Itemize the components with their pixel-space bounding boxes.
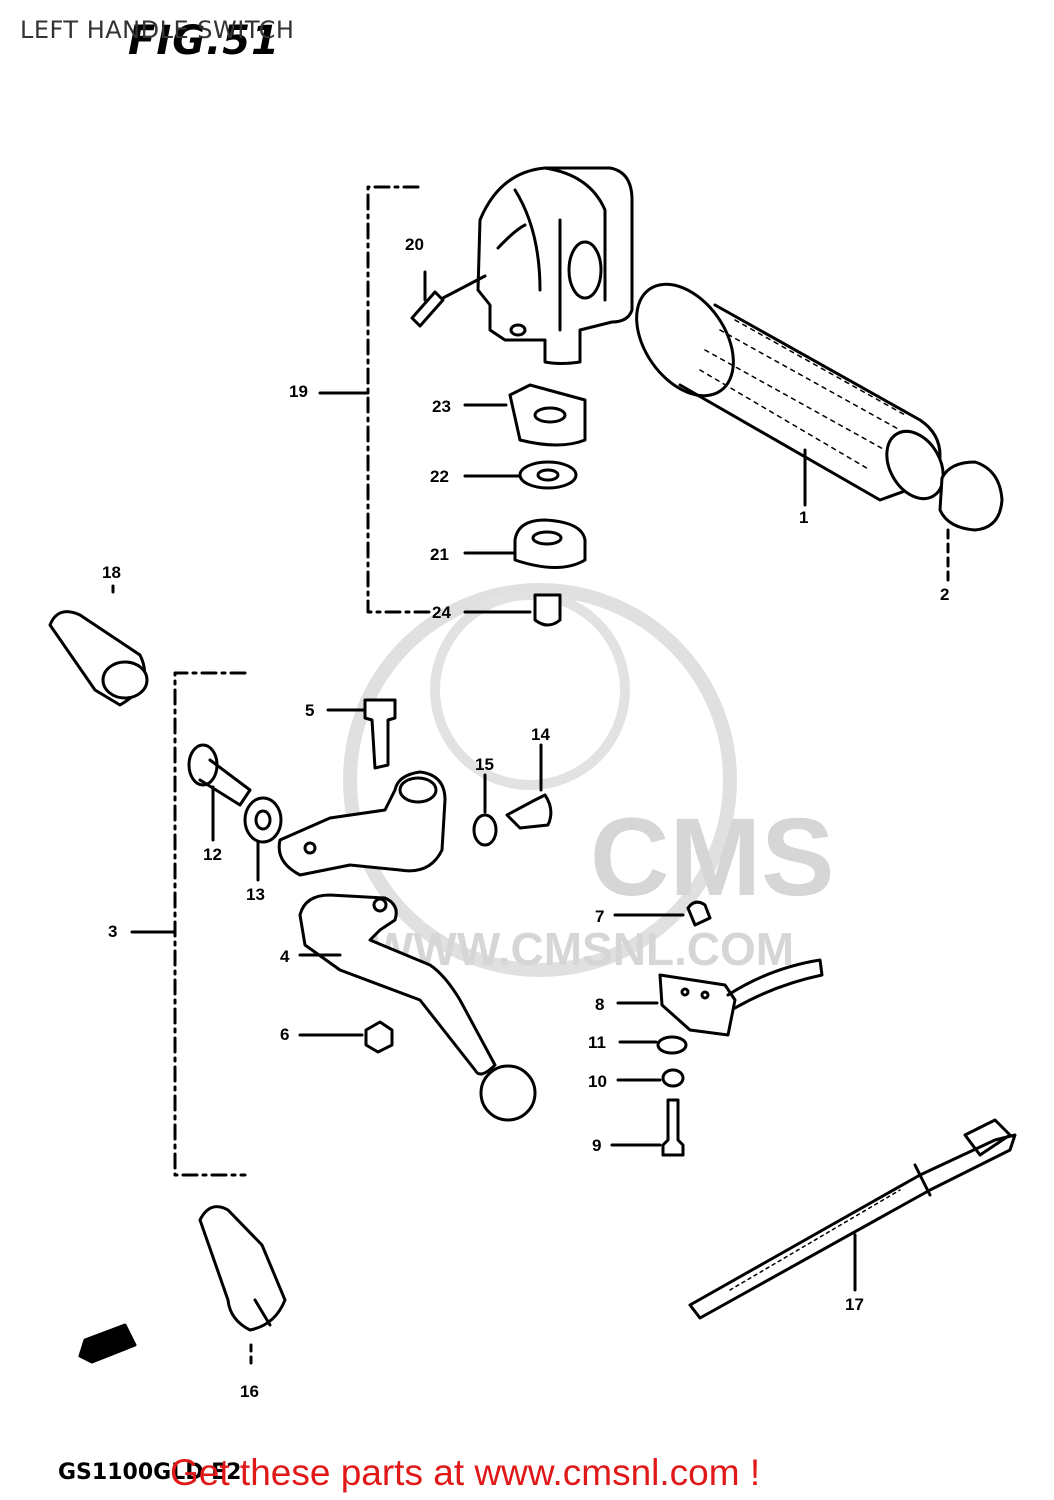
promo-link[interactable]: Get these parts at www.cmsnl.com !: [170, 1452, 761, 1493]
nut-13: [243, 796, 283, 882]
part-label-14: 14: [531, 725, 550, 744]
part-label-24: 24: [432, 603, 451, 622]
bolt-12: [187, 743, 252, 842]
bracket-19: [318, 185, 432, 614]
part-label-17: 17: [845, 1295, 864, 1314]
watermark-brand: CMS: [590, 796, 834, 919]
part-label-4: 4: [280, 947, 290, 966]
part-label-16: 16: [240, 1382, 259, 1401]
screw-20: [410, 270, 487, 328]
part-label-19: 19: [289, 382, 308, 401]
part-label-6: 6: [280, 1025, 289, 1044]
lever-holder: [277, 770, 447, 877]
lever-boot-16: [198, 1205, 287, 1367]
part-label-5: 5: [305, 701, 314, 720]
bolt-5: [326, 698, 397, 770]
part-label-13: 13: [246, 885, 265, 904]
part-label-15: 15: [475, 755, 494, 774]
model-code: GS1100GLD E2: [58, 1460, 242, 1485]
part-label-10: 10: [588, 1072, 607, 1091]
clutch-lever: [298, 893, 537, 1122]
strap-17: [688, 1118, 1017, 1320]
screw-9: [610, 1098, 685, 1157]
nut-10: [616, 1068, 685, 1088]
handle-grip: [635, 282, 945, 507]
lever-boot-18: [48, 584, 149, 707]
watermark-url: WWW.CMSNL.COM: [370, 923, 794, 975]
front-arrow-icon: [78, 1323, 137, 1364]
bolt-14: [505, 743, 553, 830]
part-label-12: 12: [203, 845, 222, 864]
part-labels: 1 2 3 4 5 6 7 8 9 10 11 12 13 14 15 16 1…: [102, 235, 949, 1401]
part-label-8: 8: [595, 995, 604, 1014]
washer-11: [618, 1035, 688, 1055]
part-label-23: 23: [432, 397, 451, 416]
switch-housing: [476, 166, 634, 365]
page-title: LEFT HANDLE SWITCH: [20, 16, 295, 44]
washer-15: [472, 773, 498, 847]
grip-end-cap: [938, 460, 1004, 582]
switch-internals: [463, 383, 587, 627]
clip-7: [613, 900, 712, 927]
part-label-11: 11: [588, 1033, 606, 1052]
part-label-22: 22: [430, 467, 449, 486]
bracket-3: [130, 671, 247, 1177]
part-label-20: 20: [405, 235, 424, 254]
cms-watermark: CMS WWW.CMSNL.COM: [343, 583, 834, 977]
part-label-9: 9: [592, 1136, 601, 1155]
part-label-2: 2: [940, 585, 949, 604]
part-label-3: 3: [108, 922, 117, 941]
nut-6: [298, 1020, 394, 1054]
figure-number: FIG.51: [128, 18, 280, 64]
part-label-21: 21: [430, 545, 449, 564]
part-label-18: 18: [102, 563, 121, 582]
switch-8: [616, 958, 824, 1037]
part-label-7: 7: [595, 907, 604, 926]
part-label-1: 1: [799, 508, 808, 527]
